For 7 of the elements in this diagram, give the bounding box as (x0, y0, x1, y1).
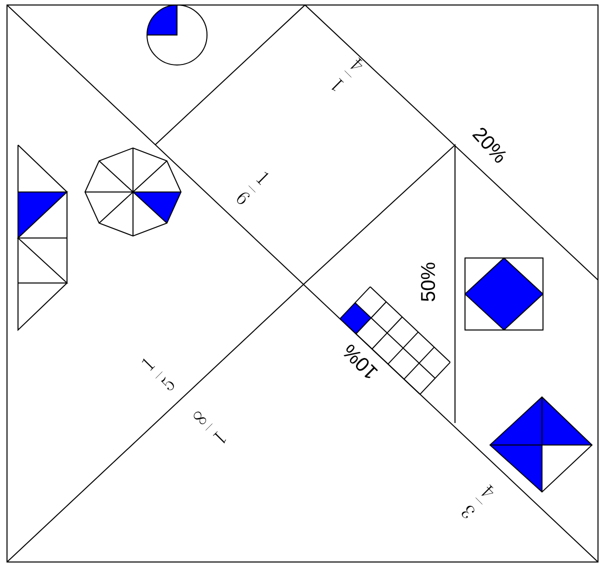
fraction-label: $\frac{1}{5}$ (142, 358, 174, 390)
fraction-label: $\frac{1}{4}$ (332, 57, 362, 92)
percent-label: 10% (344, 344, 378, 378)
fraction-label: $\frac{1}{8}$ (194, 412, 226, 444)
fraction-label: $\frac{3}{4}$ (462, 484, 494, 518)
percent-label: 50% (420, 262, 436, 302)
fraction-label: $\frac{1}{6}$ (237, 172, 268, 204)
